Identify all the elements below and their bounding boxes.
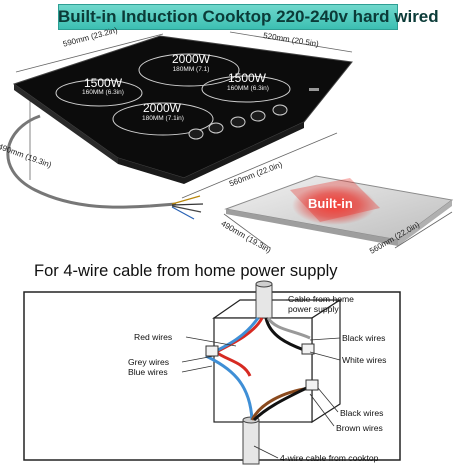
- cooking-zones: [55, 53, 291, 136]
- cooktop-dimension-lines: [15, 31, 353, 199]
- built-in-label: Built-in: [308, 196, 353, 211]
- label-black-wires-bottom: Black wires: [340, 408, 384, 418]
- power-cable: [6, 114, 204, 220]
- label-cable-from-home-2: power supply: [288, 304, 339, 314]
- wiring: [205, 317, 319, 422]
- zone-power-back: 2000W: [171, 52, 211, 66]
- leader-lines: [181, 299, 341, 459]
- cutout-dimension-lines: [223, 211, 453, 249]
- zone-size-left: 160MM (6.3in): [82, 89, 124, 96]
- label-grey-wires: Grey wires: [128, 357, 170, 367]
- zone-size-right: 160MM (6.3in): [227, 85, 269, 92]
- label-blue-wires: Blue wires: [128, 367, 168, 377]
- zone-power-front: 2000W: [142, 101, 182, 115]
- label-brown-wires: Brown wires: [336, 423, 383, 433]
- cutout-tray: [224, 175, 454, 246]
- label-black-wires-top: Black wires: [342, 333, 386, 343]
- control-knobs: [188, 104, 288, 140]
- brand-mark: [309, 88, 319, 91]
- zone-size-front: 180MM (7.1in): [142, 115, 184, 122]
- label-red-wires: Red wires: [134, 332, 173, 342]
- page-title: Built-in Induction Cooktop 220-240v hard…: [58, 7, 439, 26]
- label-cooktop-cable: 4-wire cable from cooktop: [280, 453, 379, 463]
- zone-power-right: 1500W: [227, 71, 267, 85]
- wire-connectors: [205, 343, 319, 391]
- label-white-wires: White wires: [342, 355, 387, 365]
- zone-power-left: 1500W: [84, 76, 123, 90]
- label-cable-from-home-1: Cable from home: [288, 294, 354, 304]
- junction-box: [23, 280, 401, 465]
- title-banner: [58, 4, 398, 30]
- zone-size-back: 180MM (7.1): [172, 66, 210, 73]
- wiring-title: For 4-wire cable from home power supply: [34, 262, 338, 280]
- cooktop-glass: [12, 35, 353, 184]
